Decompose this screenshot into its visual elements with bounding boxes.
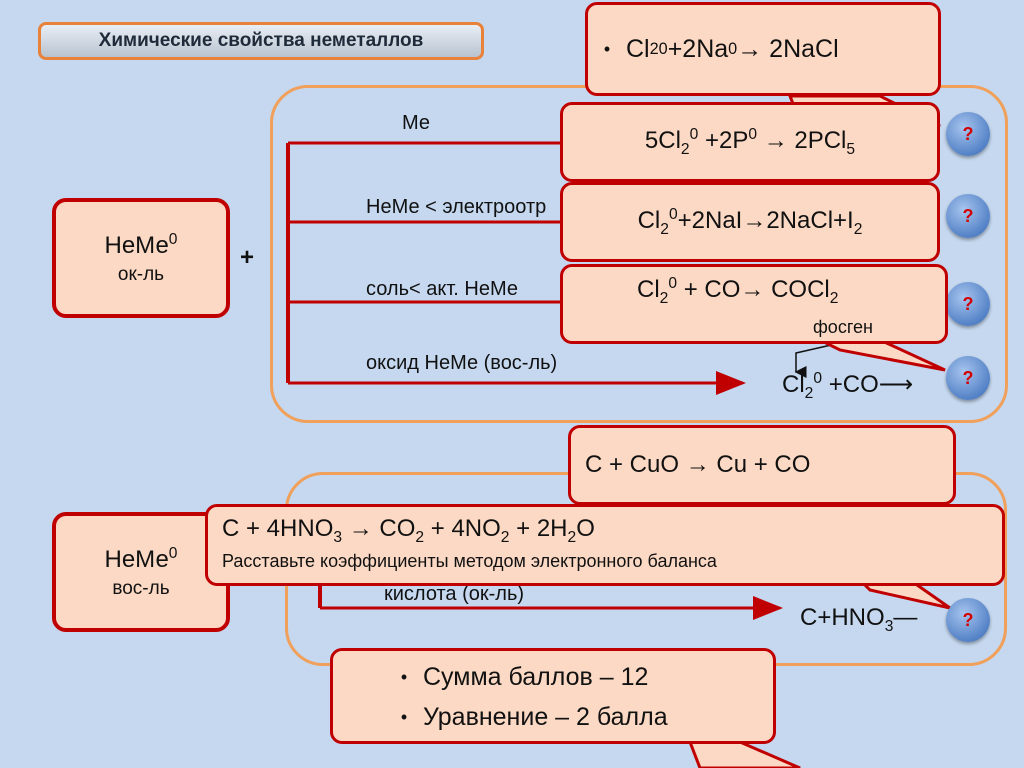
- question-button-oxide[interactable]: ?: [946, 356, 990, 400]
- card-reaction-hno3: C + 4HNO3 → CO2 + 4NO2 + 2H2O Расставьте…: [205, 504, 1005, 586]
- bullet-dot: •: [603, 38, 611, 59]
- instruction-text: Расставьте коэффициенты методом электрон…: [222, 550, 717, 571]
- question-button-salt[interactable]: ?: [946, 282, 990, 326]
- branch-label-oxide: оксид НеМе (вос-ль): [366, 352, 558, 374]
- card-score: • Сумма баллов – 12 • Уравнение – 2 балл…: [330, 648, 776, 744]
- reactant-box-oxidizer: НеМе0 ок-ль: [52, 198, 230, 318]
- plus-sign: +: [240, 244, 255, 271]
- card-reaction-p: 5Cl20 +2P0 → 2PCl5: [560, 102, 940, 182]
- slide-title: Химические свойства неметаллов: [38, 22, 484, 60]
- bullet-dot: •: [400, 706, 408, 727]
- score-item: • Уравнение – 2 балла: [385, 697, 773, 737]
- small-connector: [794, 342, 841, 378]
- reactant-sup-bottom: 0: [168, 544, 178, 562]
- branch-label-acid: кислота (ок-ль): [384, 583, 525, 605]
- reactant-box-reducer: НеМе0 вос-ль: [52, 512, 230, 632]
- card-reaction-cuo: C + CuO → Cu + CO: [568, 425, 956, 505]
- card-reaction-nai: Cl20+2NaI→2NaCl+I2: [560, 182, 940, 262]
- phosgene-note: фосген: [813, 317, 873, 337]
- card-pointer-score: [687, 740, 801, 768]
- question-button-acid[interactable]: ?: [946, 598, 990, 642]
- reactant-role-bottom: вос-ль: [112, 577, 170, 599]
- reactant-label: НеМе: [104, 231, 169, 259]
- branch-label-salt: соль< акт. НеМе: [366, 278, 518, 300]
- branch-label-neme: НеМе < электроотр: [366, 196, 547, 218]
- question-button-me[interactable]: ?: [946, 112, 990, 156]
- reactant-sup: 0: [168, 230, 178, 248]
- score-item: • Сумма баллов – 12: [385, 657, 773, 697]
- slide-title-text: Химические свойства неметаллов: [98, 30, 424, 51]
- question-button-neme[interactable]: ?: [946, 194, 990, 238]
- reactant-label-bottom: НеМе: [104, 545, 169, 573]
- partial-equation-co: Cl20 +CO⟶: [782, 370, 914, 402]
- partial-equation-hno3: C+HNO3—: [800, 604, 918, 635]
- reactant-role: ок-ль: [117, 263, 165, 285]
- bullet-dot: •: [400, 666, 408, 687]
- branch-label-me: Ме: [402, 112, 431, 134]
- card-pointer-co: [819, 338, 946, 372]
- card-reaction-co: Cl20 + CO→ COCl2 фосген: [560, 264, 948, 344]
